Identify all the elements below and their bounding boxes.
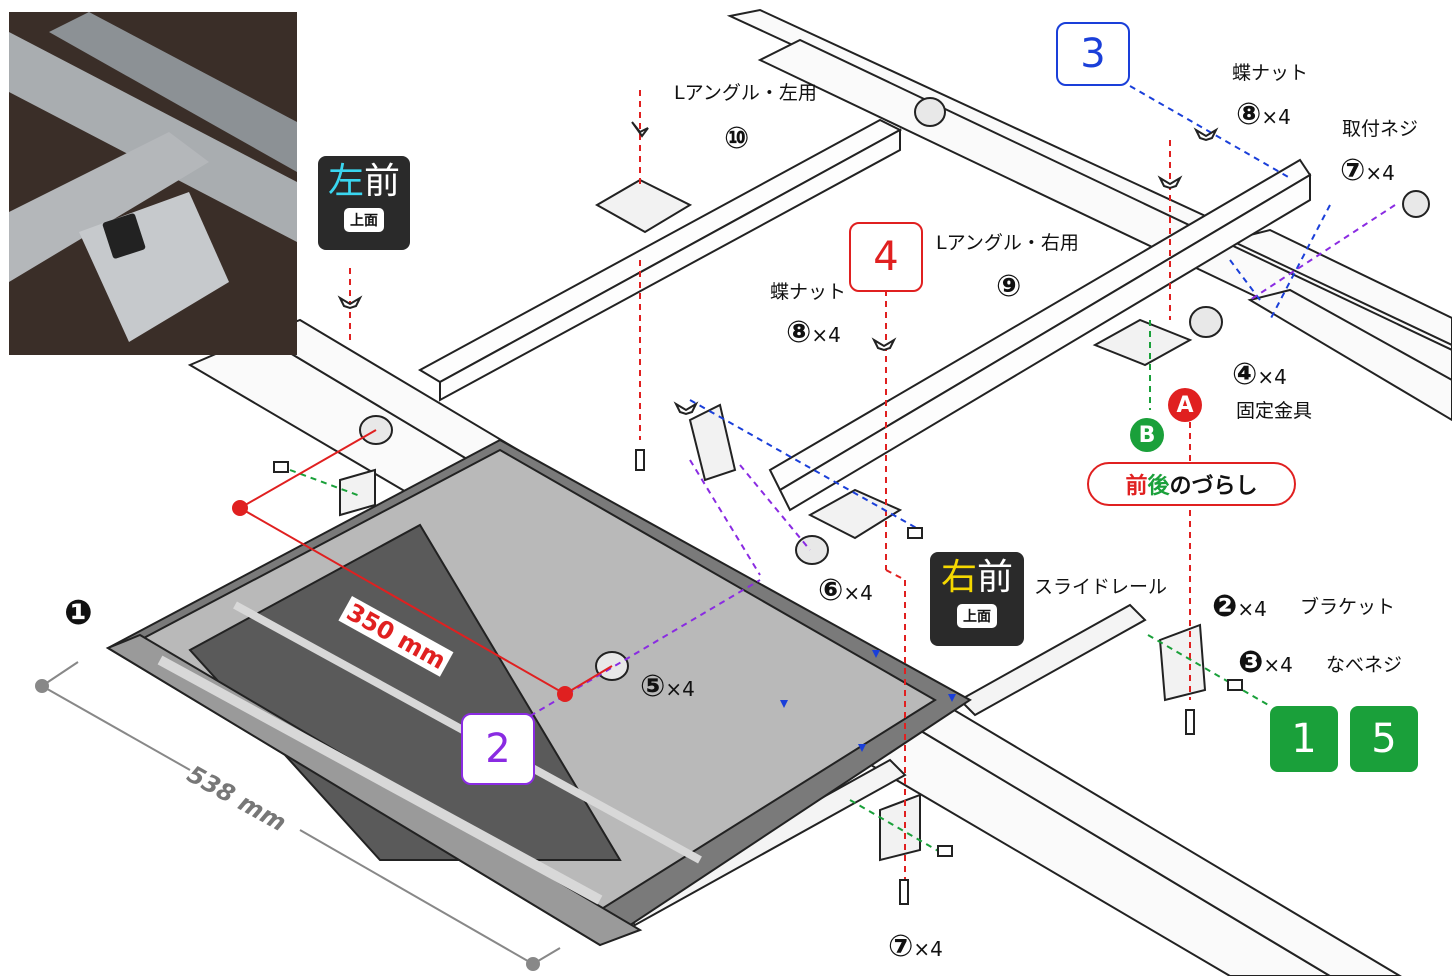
right-front-tag: 右前 上面: [930, 552, 1024, 646]
slide-rail-label: スライドレール: [1034, 576, 1168, 598]
wing-nut-count-mid: ⑧×4: [786, 318, 841, 348]
pan-screw-qty: ×4: [1263, 653, 1293, 677]
pan-screw-number: ❸: [1238, 645, 1264, 680]
shift-front-text: 前: [1125, 474, 1148, 499]
tray-number: ❶: [64, 593, 93, 633]
shift-back-text: 後: [1147, 474, 1170, 499]
shift-rest-text: のづらし: [1169, 474, 1258, 499]
bottom-screw-count: ⑦×4: [888, 932, 943, 962]
l-angle-right-label: Lアングル・右用: [936, 232, 1079, 254]
dimension-dot-icon: [35, 679, 49, 693]
l-angle-right-rail: [768, 158, 1312, 512]
tag-char-right: 右: [940, 557, 977, 598]
l-angle-left-label: Lアングル・左用: [674, 82, 817, 104]
triangle-marks: [780, 650, 956, 752]
mount-screw-count: ⑦×4: [1340, 156, 1395, 186]
fixing-bracket-qty: ×4: [1257, 365, 1287, 389]
step-badge-5: 5: [1350, 706, 1418, 772]
l-angle-left-number: ⑩: [724, 121, 750, 156]
tag-char-front: 前: [364, 161, 401, 202]
mount-screw-qty: ×4: [1365, 161, 1395, 185]
left-front-tag: 左前 上面: [318, 156, 410, 250]
right-rail: [1227, 228, 1452, 422]
bottom-screw-qty: ×4: [913, 937, 943, 961]
blue-guide-lines: [689, 85, 1331, 531]
step-box-3: 3: [1056, 22, 1130, 86]
step-badge-1: 1: [1270, 706, 1338, 772]
wing-nut-icon: [337, 121, 1219, 416]
bracket-count: ❷×4: [1212, 592, 1267, 622]
mount-screw-label: 取付ネジ: [1342, 118, 1419, 140]
step-box-2: 2: [461, 713, 535, 785]
fixing-bracket-label: 固定金具: [1236, 400, 1313, 422]
badge-b: B: [1130, 418, 1164, 452]
tag-sub-top: 上面: [344, 208, 384, 232]
shift-pill: 前後のづらし: [1087, 462, 1296, 506]
width-dimension: [35, 661, 561, 971]
dimension-dot-icon: [526, 957, 540, 971]
green-guide-lines: [289, 320, 1271, 853]
dimension-dot-icon: [557, 686, 573, 702]
bolt-icon: [273, 449, 1243, 905]
wing-nut-label-top: 蝶ナット: [1232, 62, 1309, 84]
mounting-plates: [339, 178, 1207, 862]
bracket-qty: ×4: [1237, 597, 1267, 621]
depth-dimension: [232, 429, 613, 702]
badge-a: A: [1168, 388, 1202, 422]
wing-nut-number-top: ⑧: [1236, 97, 1262, 132]
roller5-number: ⑤: [640, 669, 666, 704]
roller5-count: ⑤×4: [640, 672, 695, 702]
mount-screw-number: ⑦: [1340, 153, 1366, 188]
bracket-label: ブラケット: [1300, 596, 1396, 618]
l-angle-left-rail: [417, 118, 903, 402]
l-angle-right-number: ⑨: [996, 269, 1022, 304]
tag-char-front: 前: [977, 557, 1014, 598]
wing-nut-qty-top: ×4: [1261, 105, 1291, 129]
wing-nut-qty-mid: ×4: [811, 323, 841, 347]
pan-screw-label: なべネジ: [1326, 654, 1403, 676]
roller6-count: ⑥×4: [818, 576, 873, 606]
wing-nut-count-top: ⑧×4: [1236, 100, 1291, 130]
roller-icon: [359, 97, 1430, 681]
bracket-number: ❷: [1212, 589, 1238, 624]
step-box-4: 4: [849, 222, 923, 292]
roller6-qty: ×4: [843, 581, 873, 605]
tag-sub-top: 上面: [957, 604, 997, 628]
reference-photo: [9, 12, 297, 355]
roller5-qty: ×4: [665, 677, 695, 701]
dimension-dot-icon: [232, 500, 248, 516]
pan-screw-count: ❸×4: [1238, 648, 1293, 678]
fixing-bracket-count: ④×4: [1232, 360, 1287, 390]
fixing-bracket-number: ④: [1232, 357, 1258, 392]
bottom-screw-number: ⑦: [888, 929, 914, 964]
roller6-number: ⑥: [818, 573, 844, 608]
tag-char-left: 左: [327, 161, 364, 202]
wing-nut-label-mid: 蝶ナット: [770, 281, 847, 303]
wing-nut-number-mid: ⑧: [786, 315, 812, 350]
